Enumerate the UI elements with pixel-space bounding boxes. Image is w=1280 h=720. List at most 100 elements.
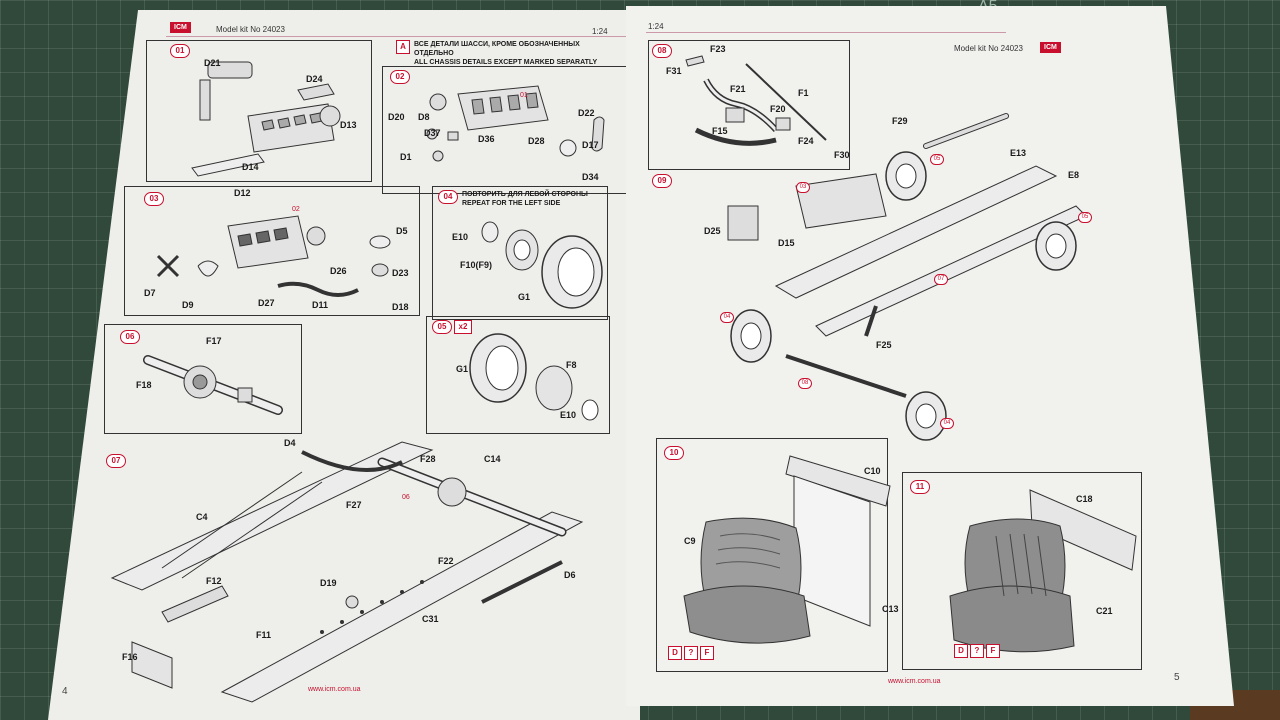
label-c4: C4 [196, 512, 208, 522]
ref-marker: 01 [520, 92, 528, 99]
label-e13: E13 [1010, 148, 1027, 158]
label-e10: E10 [452, 232, 469, 242]
label-f22: F22 [438, 556, 454, 566]
step-04-panel [432, 186, 608, 320]
label-e8: E8 [1068, 170, 1080, 180]
step-06-number: 06 [120, 330, 140, 344]
label-f15: F15 [712, 126, 728, 136]
ref-marker: 02 [292, 206, 300, 213]
chassis-frame-drawing [110, 441, 584, 703]
label-d5: D5 [396, 226, 408, 236]
header-rule [166, 36, 628, 37]
rear-seat-drawing [949, 489, 1137, 653]
step-08-panel [648, 40, 850, 170]
label-d15: D15 [778, 238, 795, 248]
page-number-right: 5 [1174, 672, 1180, 683]
icm-logo: ICM [1040, 42, 1061, 53]
label-d23: D23 [392, 268, 409, 278]
icm-logo: ICM [170, 22, 191, 33]
label-d22: D22 [578, 108, 595, 118]
label-c13: C13 [882, 604, 899, 614]
label-f10-f9: F10(F9) [460, 260, 493, 270]
step-05-panel [426, 316, 610, 434]
step-05-number: 05 [432, 320, 452, 334]
code-d: D [668, 646, 682, 660]
step-11-panel [902, 472, 1142, 670]
step-04-note-en: REPEAT FOR THE LEFT SIDE [462, 200, 561, 207]
label-d14: D14 [242, 162, 259, 172]
label-d37: D37 [424, 128, 441, 138]
ref-05-front: 05 [930, 154, 944, 165]
label-d17: D17 [582, 140, 599, 150]
instruction-page-right: 1:24 Model kit No 24023 ICM 08 F23 F31 F… [626, 6, 1234, 706]
label-d25: D25 [704, 226, 721, 236]
label-f12: F12 [206, 576, 222, 586]
ref-04-left: 04 [720, 312, 734, 323]
step-09-number: 09 [652, 174, 672, 188]
label-f28: F28 [420, 454, 436, 464]
label-d27: D27 [258, 298, 275, 308]
front-suspension-drawing [685, 55, 827, 146]
rear-wheel-drawing [469, 333, 599, 421]
code-q: ? [970, 644, 984, 658]
engine-details-drawing [426, 85, 605, 162]
ref-03: 03 [796, 182, 810, 193]
label-d28: D28 [528, 136, 545, 146]
instruction-page-left: ICM Model kit No 24023 1:24 A ВСЕ ДЕТАЛИ… [48, 10, 640, 720]
code-d: D [954, 644, 968, 658]
label-c9: C9 [684, 536, 696, 546]
label-d20: D20 [388, 112, 405, 122]
rear-axle-drawing [143, 355, 283, 415]
label-f16: F16 [122, 652, 138, 662]
label-f29: F29 [892, 116, 908, 126]
label-f18: F18 [136, 380, 152, 390]
label-c21: C21 [1096, 606, 1113, 616]
label-d7: D7 [144, 288, 156, 298]
label-d11: D11 [312, 300, 329, 310]
note-badge: A [396, 40, 410, 54]
label-f23: F23 [710, 44, 726, 54]
label-f8: F8 [566, 360, 577, 370]
step-08-number: 08 [652, 44, 672, 58]
label-d21: D21 [204, 58, 221, 68]
step-11-number: 11 [910, 480, 930, 494]
label-d36: D36 [478, 134, 495, 144]
label-f17: F17 [206, 336, 222, 346]
chassis-note: ВСЕ ДЕТАЛИ ШАССИ, КРОМЕ ОБОЗНАЧЕННЫХ ОТД… [414, 40, 614, 67]
step-01-panel [146, 40, 372, 182]
label-f1: F1 [798, 88, 809, 98]
header-model: Model kit No 24023 [216, 25, 285, 34]
step-01-number: 01 [170, 44, 190, 58]
step-10-number: 10 [664, 446, 684, 460]
label-d8: D8 [418, 112, 430, 122]
label-d18: D18 [392, 302, 409, 312]
label-c31: C31 [422, 614, 439, 624]
label-d4: D4 [284, 438, 296, 448]
page-number-left: 4 [62, 686, 68, 697]
label-c18: C18 [1076, 494, 1093, 504]
label-g1: G1 [456, 364, 469, 374]
label-d34: D34 [582, 172, 599, 182]
label-f27: F27 [346, 500, 362, 510]
chassis-note-en: ALL CHASSIS DETAILS EXCEPT MARKED SEPARA… [414, 59, 598, 66]
label-d24: D24 [306, 74, 323, 84]
front-seat-drawing [683, 455, 891, 644]
ref-07: 07 [934, 274, 948, 285]
website-url: www.icm.com.ua [308, 686, 361, 693]
label-d9: D9 [182, 300, 194, 310]
step-06-panel [104, 324, 302, 434]
engine-accessories-drawing [156, 215, 391, 297]
header-rule [646, 32, 1006, 33]
label-f25: F25 [876, 340, 892, 350]
ref-04-right: 04 [940, 418, 954, 429]
header-model: Model kit No 24023 [954, 44, 1023, 53]
code-q: ? [684, 646, 698, 660]
label-f30: F30 [834, 150, 850, 160]
label-d6: D6 [564, 570, 576, 580]
ref-05-rear: 05 [1078, 212, 1092, 223]
label-f11: F11 [256, 630, 272, 640]
website-url: www.icm.com.ua [888, 678, 941, 685]
wheel-assembly-drawing [481, 221, 603, 309]
label-d13: D13 [340, 120, 357, 130]
label-d12: D12 [234, 188, 251, 198]
